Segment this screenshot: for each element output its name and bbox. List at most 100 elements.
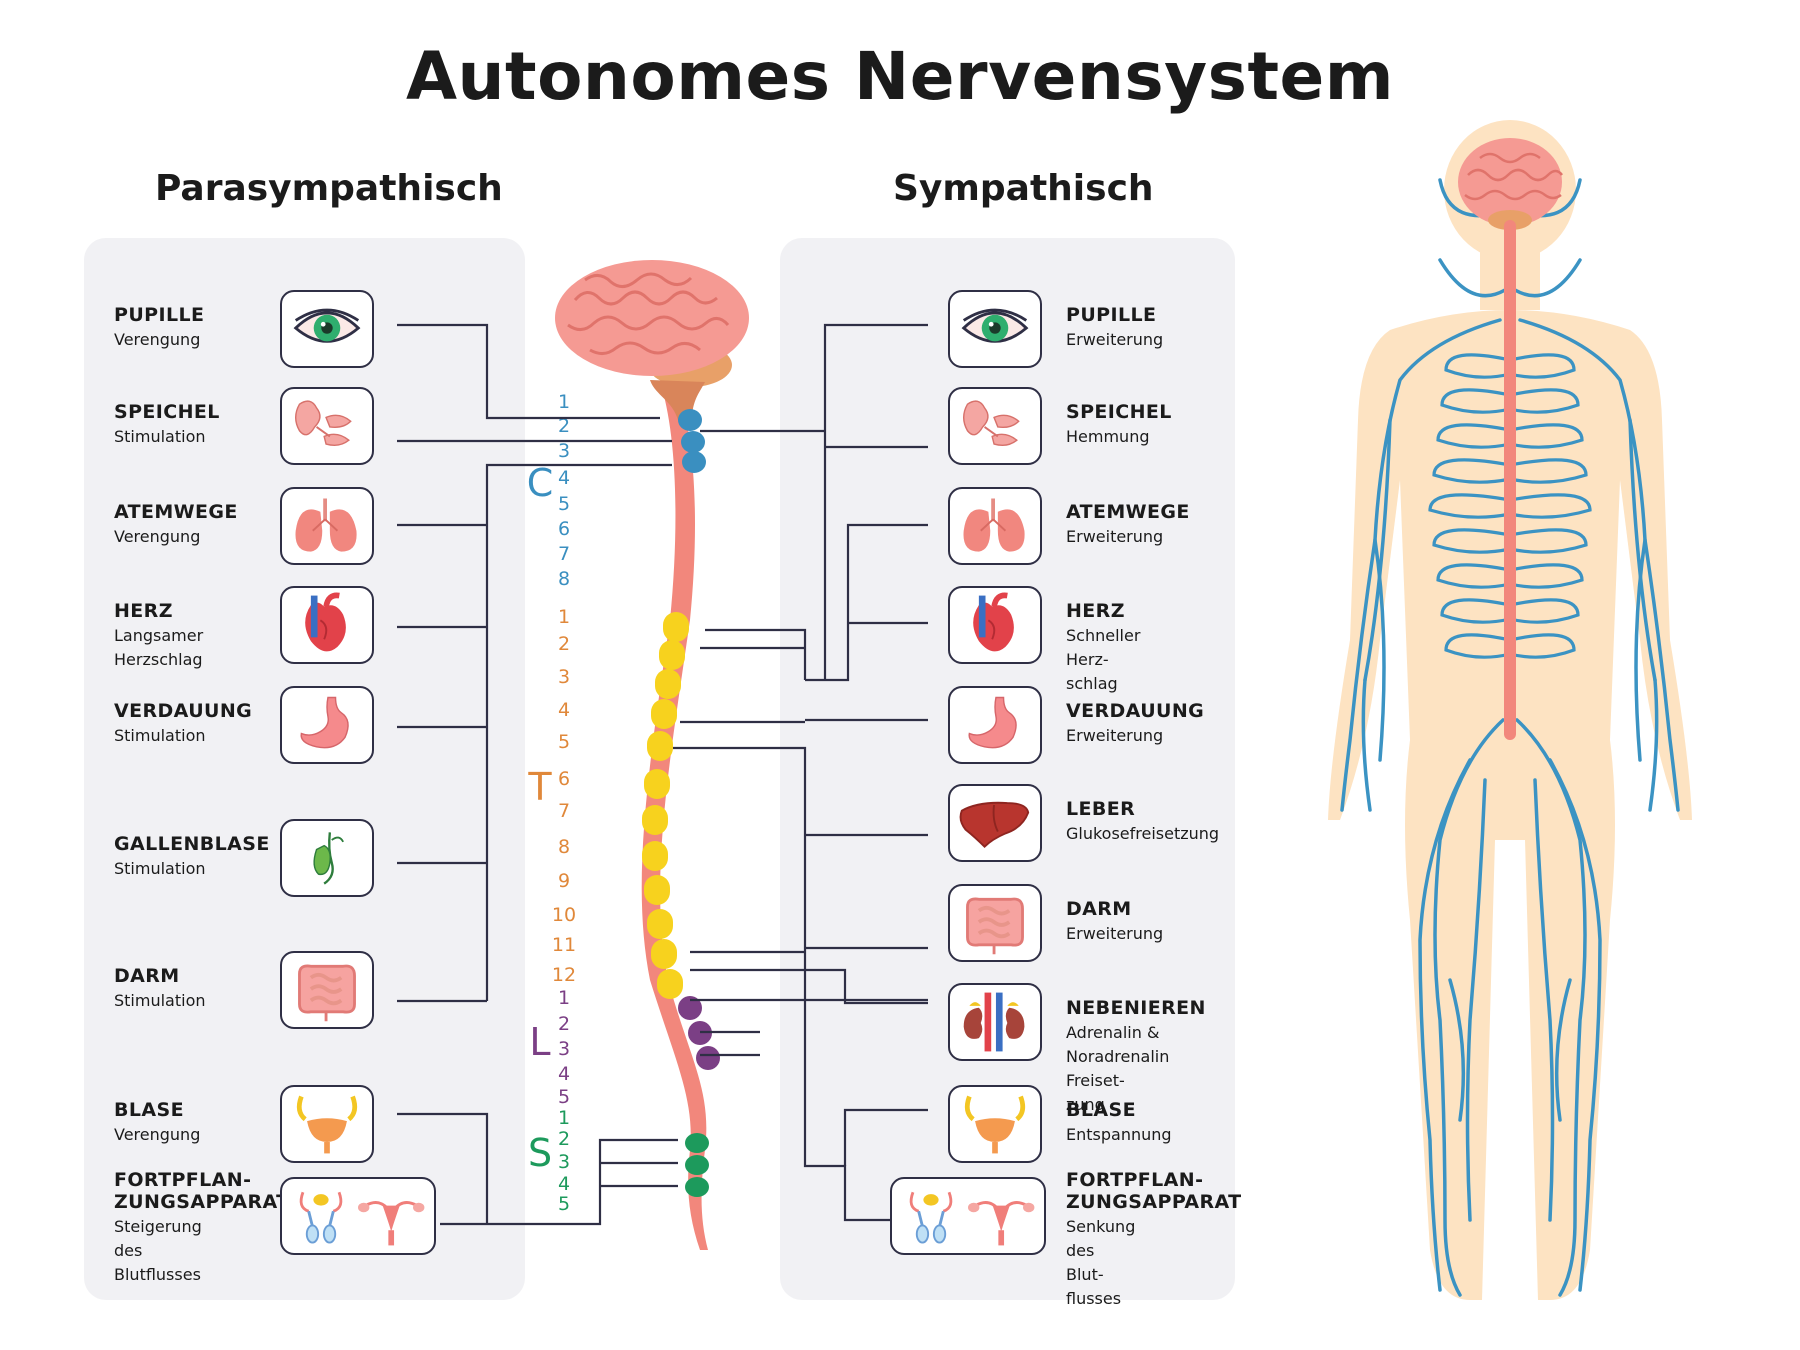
vertebra: [685, 1133, 709, 1153]
organ-name: ATEMWEGE: [114, 501, 238, 523]
spine-segment-number: 2: [558, 415, 570, 437]
organ-name: VERDAUUNG: [114, 700, 253, 722]
reproductive-organs-icon: [280, 1177, 436, 1255]
intestine-icon: [280, 951, 374, 1029]
connection-lines: [397, 323, 928, 1226]
organ-effect: Erweiterung: [1066, 924, 1164, 943]
organ-effect: Senkung des Blut- flusses: [1066, 1217, 1136, 1308]
organ-name: FORTPFLAN- ZUNGSAPPARAT: [114, 1169, 290, 1213]
trunk-nerve: [1509, 353, 1576, 379]
organ-effect: Erweiterung: [1066, 527, 1164, 546]
trunk-nerve: [1509, 423, 1584, 449]
heart-icon: [948, 586, 1042, 664]
vertebra: [663, 612, 689, 642]
organ-effect: Stimulation: [114, 726, 206, 745]
organ-name: LEBER: [1066, 798, 1136, 820]
spinal-cord: [641, 380, 708, 1250]
trunk-nerve: [1436, 423, 1511, 449]
trunk-nerve: [1432, 458, 1511, 484]
human-body-nervous-system-figure: [1328, 120, 1692, 1300]
spine-segment-number: 3: [558, 1038, 570, 1060]
vertebra: [651, 699, 677, 729]
organ-effect: Verengung: [114, 1125, 201, 1144]
organ-effect: Adrenalin & Noradrenalin Freiset- zung: [1066, 1023, 1170, 1114]
bladder-icon: [280, 1085, 374, 1163]
reproductive-organs-icon: [890, 1177, 1046, 1255]
vertebra: [659, 640, 685, 670]
spine-segment-number: 5: [558, 493, 570, 515]
vertebra: [642, 805, 668, 835]
spine-segment-number: 7: [558, 543, 570, 565]
vertebra: [682, 451, 706, 473]
organ-name: SPEICHEL: [1066, 401, 1172, 423]
stomach-icon: [280, 686, 374, 764]
spine-segment-number: 1: [558, 987, 570, 1009]
spine-segment-number: 4: [558, 1063, 570, 1085]
brain-image: [555, 260, 749, 420]
spine-segment-number: 6: [558, 768, 570, 790]
vertebra: [685, 1155, 709, 1175]
spine-segment-number: 3: [558, 666, 570, 688]
spine-segment-number: 1: [558, 606, 570, 628]
salivary-gland-icon: [948, 387, 1042, 465]
sympathetic-heading: Sympathisch: [893, 168, 1154, 209]
spine-segment-number: 2: [558, 633, 570, 655]
body-spinal-cord: [1504, 220, 1516, 740]
trunk-nerve: [1509, 598, 1580, 624]
adrenal-kidney-icon: [948, 983, 1042, 1061]
organ-name: BLASE: [114, 1099, 184, 1121]
spine-segment-number: 5: [558, 731, 570, 753]
spine-region-letter: L: [529, 1020, 550, 1064]
spine-segment-number: 4: [558, 1173, 570, 1195]
organ-name: SPEICHEL: [114, 401, 220, 423]
spine-segment-number: 3: [558, 440, 570, 462]
trunk-nerve: [1444, 353, 1511, 379]
vertebra: [681, 431, 705, 453]
trunk-nerve: [1428, 493, 1511, 519]
spine-segment-number: 6: [558, 518, 570, 540]
trunk-nerve: [1444, 633, 1511, 659]
vertebra: [644, 769, 670, 799]
organ-name: HERZ: [114, 600, 173, 622]
organ-effect: Stimulation: [114, 859, 206, 878]
spine-segment-number: 2: [558, 1128, 570, 1150]
spine-region-letter: S: [528, 1131, 552, 1175]
vertebra: [655, 669, 681, 699]
spine-segment-number: 3: [558, 1151, 570, 1173]
trunk-nerve: [1509, 563, 1584, 589]
organ-effect: Schneller Herz- schlag: [1066, 626, 1141, 693]
spine-segment-number: 12: [552, 964, 576, 986]
spine-segment-number: 5: [558, 1193, 570, 1215]
vertebra: [678, 409, 702, 431]
organ-effect: Stimulation: [114, 991, 206, 1010]
organ-name: PUPILLE: [114, 304, 205, 326]
vertebra: [647, 909, 673, 939]
organ-effect: Langsamer Herzschlag: [114, 626, 204, 669]
vertebra: [696, 1046, 720, 1070]
organ-effect: Glukosefreisetzung: [1066, 824, 1220, 843]
vertebra: [647, 731, 673, 761]
salivary-gland-icon: [280, 387, 374, 465]
organ-effect: Hemmung: [1066, 427, 1150, 446]
stomach-icon: [948, 686, 1042, 764]
spine-segment-number: 1: [558, 391, 570, 413]
spine-segment-number: 8: [558, 836, 570, 858]
trunk-nerve: [1509, 388, 1580, 414]
spine-segment-number: 4: [558, 699, 570, 721]
organ-name: NEBENIEREN: [1066, 997, 1206, 1019]
vertebra: [651, 939, 677, 969]
spine-segment-number: 11: [552, 934, 576, 956]
organ-name: FORTPFLAN- ZUNGSAPPARAT: [1066, 1169, 1242, 1213]
trunk-nerve: [1432, 528, 1511, 554]
organ-name: BLASE: [1066, 1099, 1136, 1121]
trunk-nerve: [1440, 388, 1511, 414]
trunk-nerves: [1428, 353, 1592, 659]
spine-segment-number: 2: [558, 1013, 570, 1035]
liver-icon: [948, 784, 1042, 862]
spine-segment-number: 8: [558, 568, 570, 590]
vertebra: [685, 1177, 709, 1197]
vertebrae: [642, 409, 720, 1197]
eye-icon: [280, 290, 374, 368]
trunk-nerve: [1509, 528, 1588, 554]
